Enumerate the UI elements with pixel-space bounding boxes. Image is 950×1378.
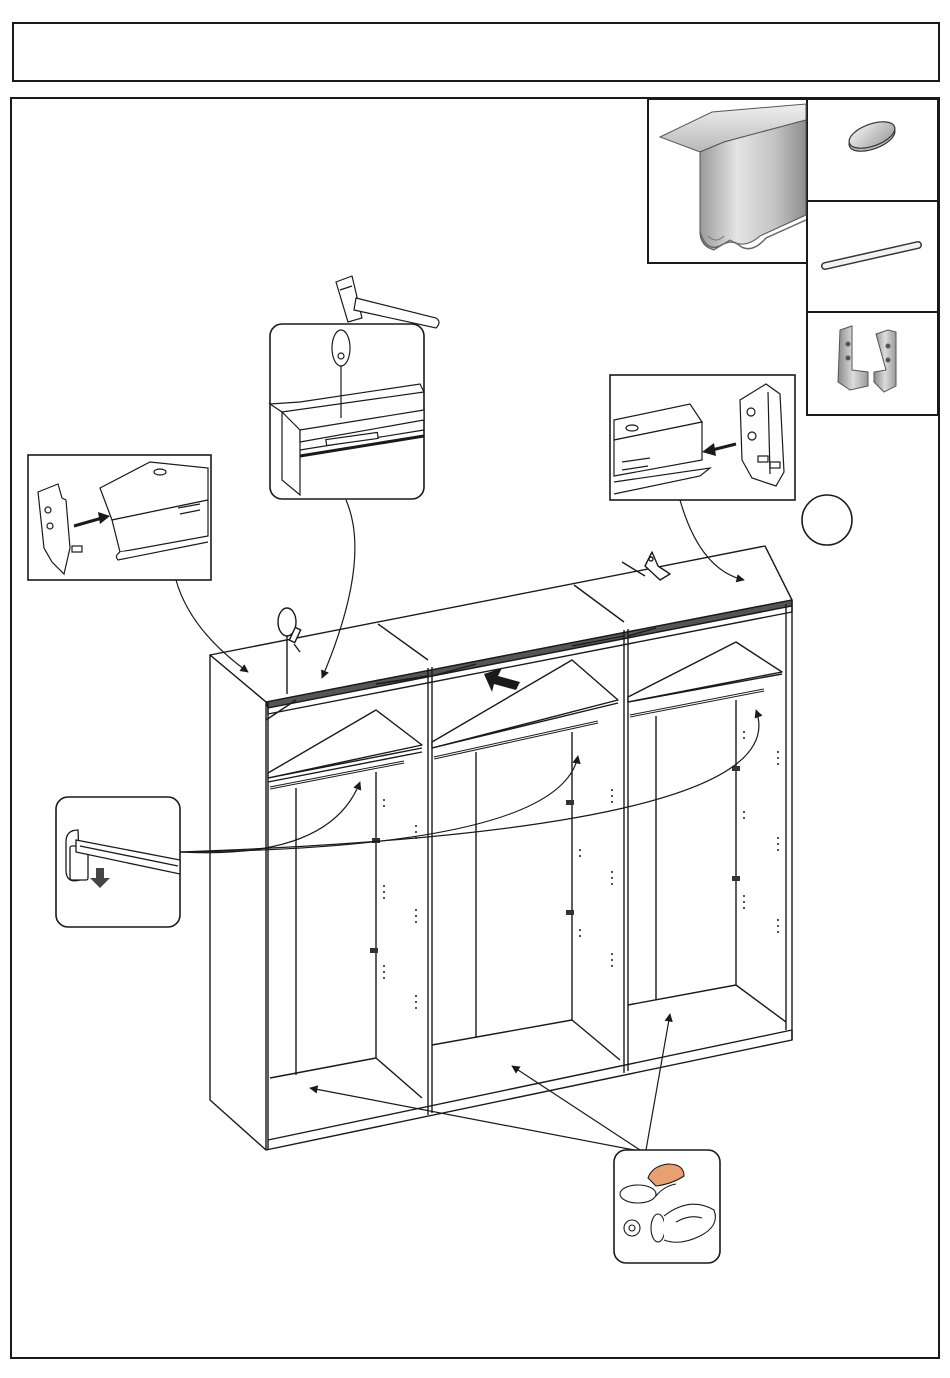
parts-table bbox=[648, 99, 938, 415]
callout-hammer-and-awl bbox=[270, 276, 439, 499]
hammer-icon bbox=[336, 276, 439, 328]
step-number-circle bbox=[802, 495, 852, 545]
callout-end-bracket-right bbox=[610, 375, 795, 500]
callout-rod-holder bbox=[56, 797, 180, 927]
callout-end-bracket-left bbox=[28, 455, 211, 580]
callout-cover-caps bbox=[614, 1150, 720, 1263]
